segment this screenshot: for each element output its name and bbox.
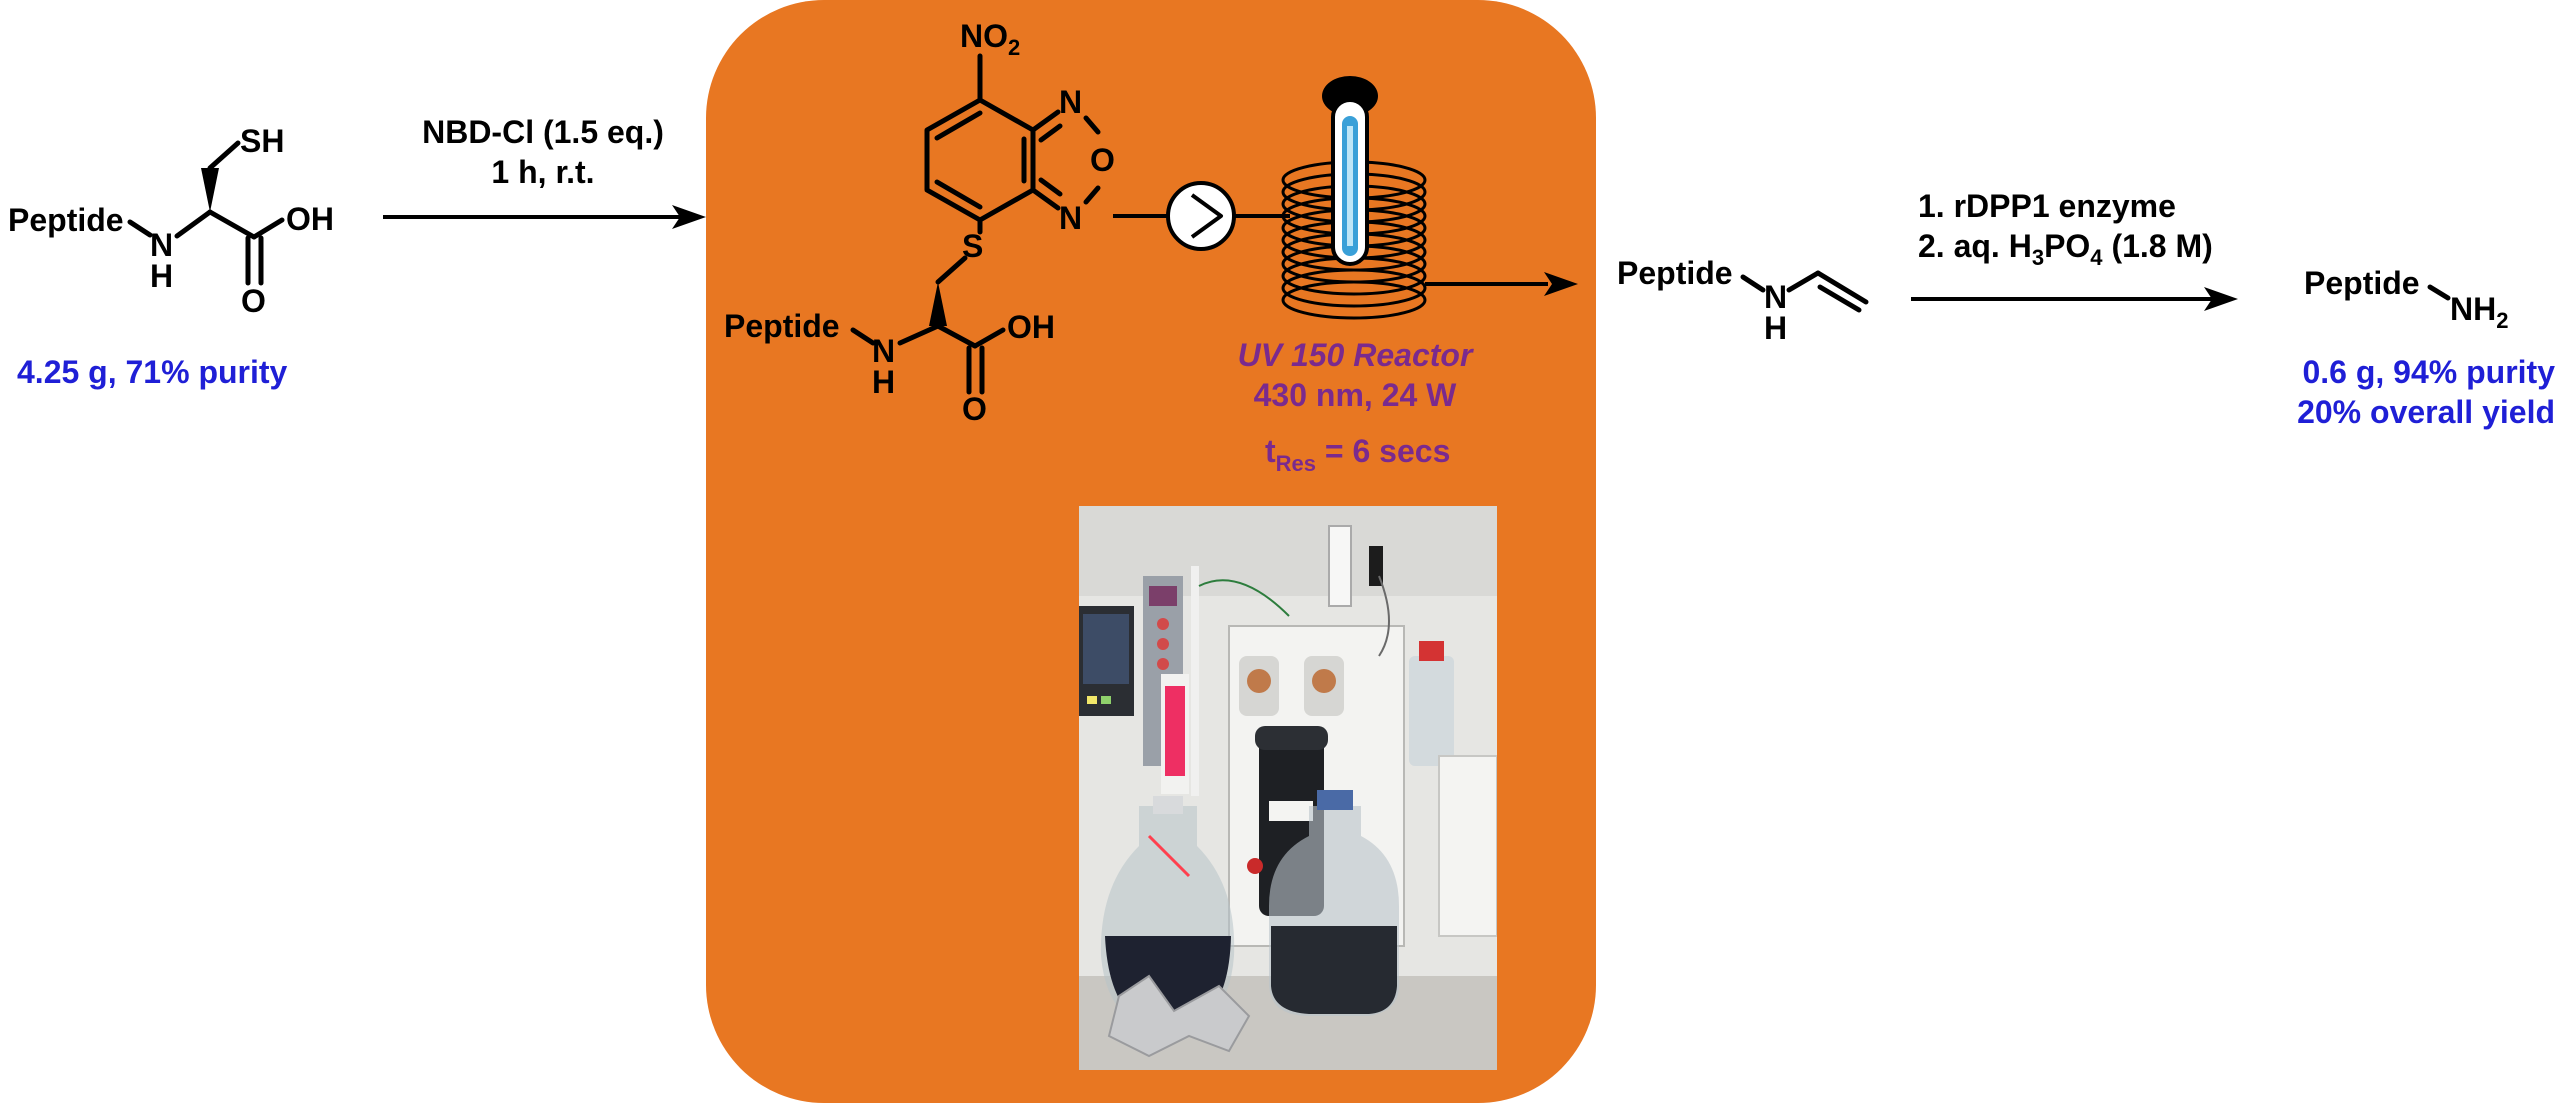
int-oh-label: OH: [1007, 309, 1055, 345]
vinyl-h-label: H: [1764, 310, 1787, 346]
sm-oh-label: OH: [286, 201, 334, 237]
flow-setup-photo-drawing: [1079, 506, 1497, 1070]
sm-amount: 4.25 g, 71% purity: [17, 354, 288, 390]
step2-reagent-1: 1. rDPP1 enzyme: [1918, 188, 2176, 224]
reactor-name: UV 150 Reactor: [1238, 337, 1474, 373]
sm-h-label: H: [150, 258, 173, 294]
ring-o: O: [1090, 142, 1115, 178]
flow-setup-photo: [1079, 506, 1497, 1070]
sm-o-label: O: [241, 283, 266, 319]
reactor-spec: 430 nm, 24 W: [1254, 377, 1458, 413]
vinyl-product: Peptide N H: [1617, 255, 1869, 346]
sm-n-label: N: [150, 227, 173, 263]
vinyl-n-label: N: [1764, 279, 1787, 315]
final-peptide-label: Peptide: [2304, 265, 2420, 301]
final-yield-line1: 0.6 g, 94% purity: [2302, 354, 2555, 390]
s-label: S: [962, 228, 983, 264]
int-n-label: N: [872, 333, 895, 369]
step1-arrow: NBD-Cl (1.5 eq.) 1 h, r.t.: [383, 114, 706, 229]
ring-n-top: N: [1059, 84, 1082, 120]
nbd-intermediate: NO2 N O N S Peptide N H OH O: [724, 18, 1115, 427]
step1-reagent-2: 1 h, r.t.: [491, 154, 594, 190]
starting-material: Peptide SH N H OH O 4.25 g, 71% purity: [8, 123, 334, 390]
step2-reagent-2: 2. aq. H3PO4 (1.8 M): [1918, 228, 2213, 270]
sm-sh-label: SH: [240, 123, 284, 159]
int-peptide-label: Peptide: [724, 308, 840, 344]
final-yield-line2: 20% overall yield: [2297, 394, 2555, 430]
pump-icon: [1166, 181, 1236, 251]
ring-n-bottom: N: [1059, 200, 1082, 236]
final-nh2-label: NH2: [2450, 291, 2508, 333]
flow-schematic: UV 150 Reactor 430 nm, 24 W tRes = 6 sec…: [1113, 76, 1578, 476]
int-h-label: H: [872, 364, 895, 400]
residence-time: tRes = 6 secs: [1265, 433, 1450, 476]
uv-lamp-icon: [1322, 76, 1378, 266]
no2-label: NO2: [960, 18, 1020, 60]
step2-arrow: 1. rDPP1 enzyme 2. aq. H3PO4 (1.8 M): [1911, 188, 2238, 311]
int-o-label: O: [962, 391, 987, 427]
vinyl-peptide-label: Peptide: [1617, 255, 1733, 291]
sm-peptide-label: Peptide: [8, 202, 124, 238]
final-product: Peptide NH2 0.6 g, 94% purity 20% overal…: [2297, 265, 2555, 430]
step1-reagent-1: NBD-Cl (1.5 eq.): [422, 114, 664, 150]
